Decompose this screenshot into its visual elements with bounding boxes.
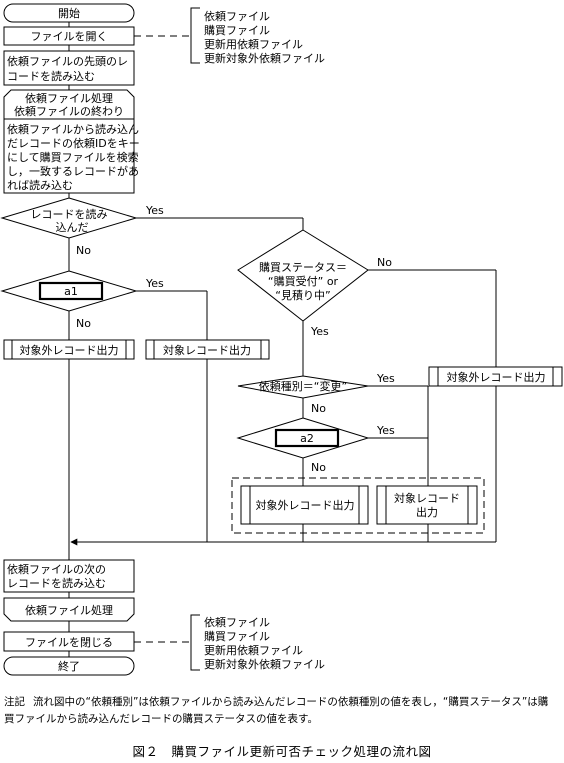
read-first-label: 依頼ファイルの先頭のレ bbox=[7, 55, 128, 68]
output-target-2-label: 対象レコード bbox=[394, 491, 460, 505]
footnote: 注記流れ図中の“依頼種別”は依頼ファイルから読み込んだレコードの依頼種別の値を表… bbox=[4, 694, 556, 728]
search-purchase-label: にして購買ファイルを検索 bbox=[7, 150, 139, 164]
close-file-list-item: 更新対象外依頼ファイル bbox=[204, 657, 325, 671]
figure-caption: 図２ 購買ファイル更新可否チェック処理の流れ図 bbox=[132, 744, 432, 759]
a1-box bbox=[38, 281, 104, 301]
open-file-list-item: 購買ファイル bbox=[204, 23, 270, 37]
read-next-label: 依頼ファイルの次の bbox=[7, 562, 106, 576]
close-file-list-item: 購買ファイル bbox=[204, 629, 270, 643]
yes-label: Yes bbox=[145, 204, 164, 217]
read-first-label: コードを読み込む bbox=[7, 69, 95, 83]
a2-box bbox=[274, 428, 340, 448]
dashed-output-group bbox=[231, 477, 485, 534]
no-label: No bbox=[311, 461, 326, 474]
open-file-label: ファイルを開く bbox=[31, 30, 108, 43]
decision-status-label: “購買受付” or bbox=[268, 274, 339, 288]
search-purchase-label: だレコードの依頼IDをキー bbox=[7, 137, 140, 150]
decision-record-read-label: 込んだ bbox=[56, 221, 89, 234]
yes-label: Yes bbox=[310, 325, 329, 338]
yes-label: Yes bbox=[145, 277, 164, 290]
output-target-1-label: 対象レコード出力 bbox=[163, 343, 251, 357]
search-purchase-label: れば読み込む bbox=[7, 178, 73, 192]
output-target-2-label: 出力 bbox=[416, 505, 438, 519]
footnote-head: 注記 bbox=[4, 696, 25, 708]
end-label: 終了 bbox=[58, 659, 80, 673]
yes-label: Yes bbox=[376, 424, 395, 437]
decision-kind-label: 依頼種別＝“変更” bbox=[259, 379, 347, 393]
loop-end-shape bbox=[3, 597, 135, 622]
output-excluded-3 bbox=[240, 485, 369, 525]
decision-status-label: 購買ステータス＝ bbox=[259, 260, 347, 274]
output-excluded-1-label: 対象外レコード出力 bbox=[20, 343, 119, 357]
no-label: No bbox=[311, 402, 326, 415]
open-file-list-item: 更新用依頼ファイル bbox=[204, 37, 303, 51]
no-label: No bbox=[76, 317, 91, 330]
read-next-label: レコードを読み込む bbox=[7, 576, 106, 590]
output-excluded-2-label: 対象外レコード出力 bbox=[447, 370, 546, 384]
no-label: No bbox=[377, 256, 392, 269]
yes-label: Yes bbox=[376, 372, 395, 385]
start-label: 開始 bbox=[58, 6, 80, 20]
end-terminal bbox=[3, 656, 135, 676]
output-excluded-3-label: 対象外レコード出力 bbox=[256, 498, 355, 512]
close-file-label: ファイルを閉じる bbox=[25, 636, 113, 649]
a2-label: a2 bbox=[300, 432, 314, 445]
open-file-list-item: 依頼ファイル bbox=[204, 10, 270, 23]
a1-label: a1 bbox=[64, 285, 78, 298]
loop-condition-label: 依頼ファイルの終わり bbox=[14, 104, 124, 118]
decision-record-read-label: レコードを読み bbox=[31, 207, 108, 221]
search-purchase-label: し，一致するレコードがあ bbox=[7, 164, 139, 178]
loop-end-label: 依頼ファイル処理 bbox=[25, 604, 113, 617]
search-purchase-label: 依頼ファイルから読み込ん bbox=[7, 122, 139, 136]
decision-status-label: “見積り中” bbox=[275, 288, 330, 302]
loop-start-label: 依頼ファイル処理 bbox=[25, 92, 113, 105]
output-target-2 bbox=[376, 485, 478, 525]
footnote-text: 流れ図中の“依頼種別”は依頼ファイルから読み込んだレコードの依頼種別の値を表し，… bbox=[4, 696, 549, 725]
no-label: No bbox=[76, 244, 91, 257]
close-file-list-item: 更新用依頼ファイル bbox=[204, 643, 303, 657]
close-file-list-item: 依頼ファイル bbox=[204, 616, 270, 629]
open-file-list-item: 更新対象外依頼ファイル bbox=[204, 51, 325, 65]
